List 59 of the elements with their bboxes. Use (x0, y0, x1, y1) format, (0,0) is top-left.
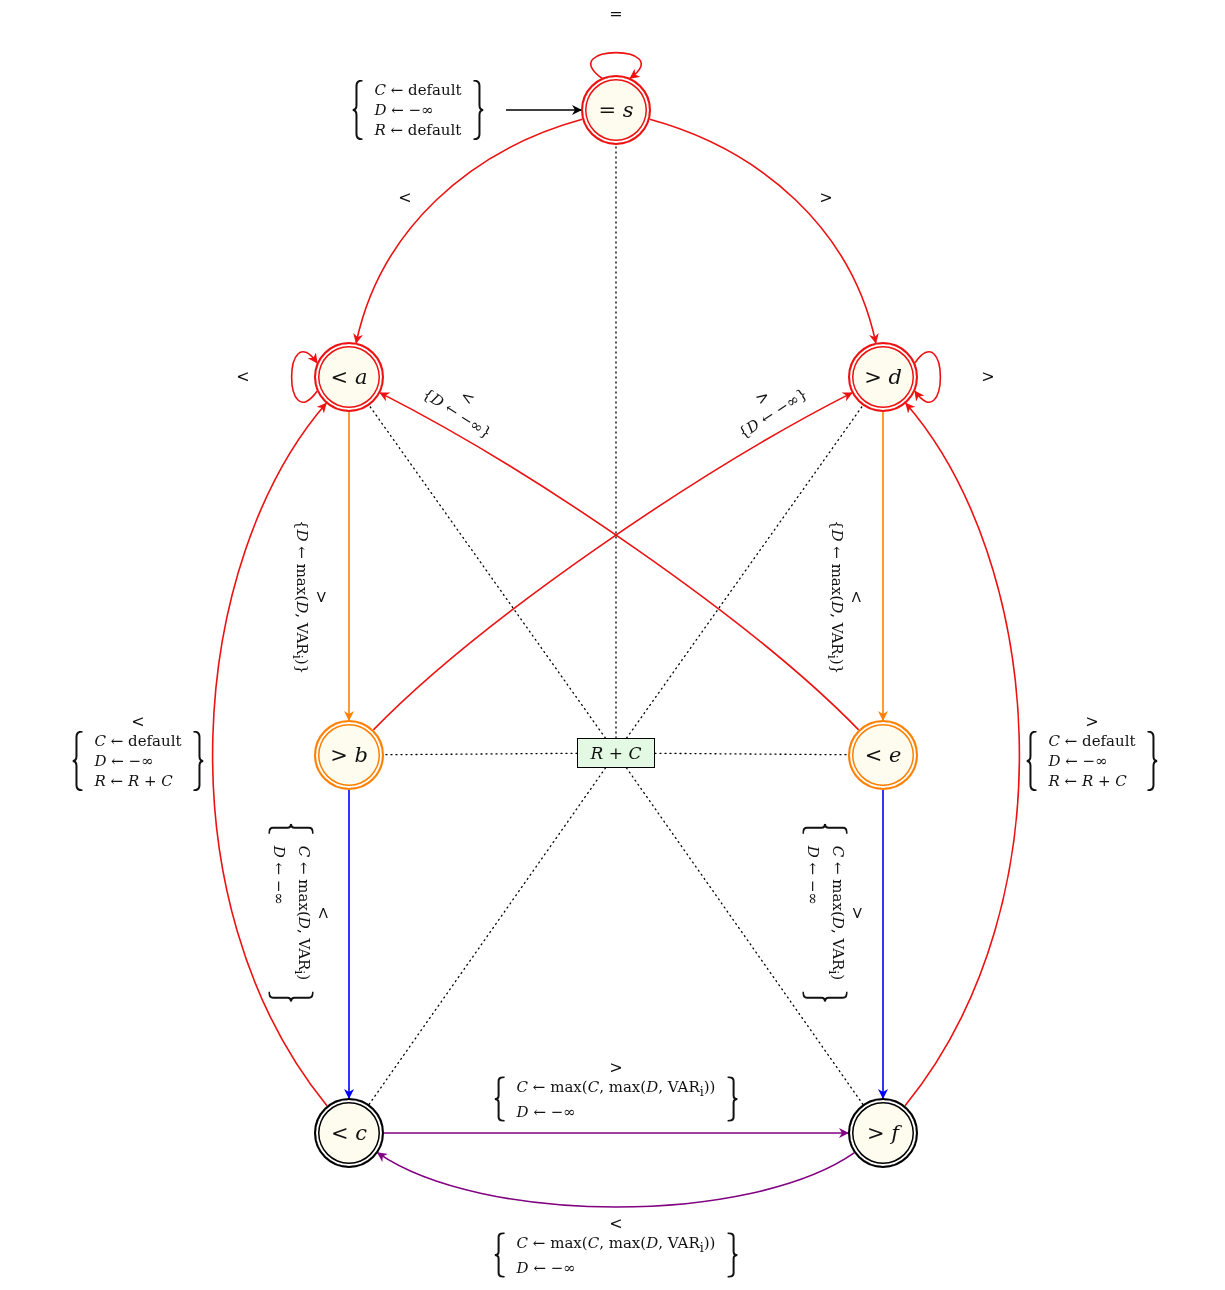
edge-label: > (847, 906, 866, 920)
assignment-text: R ← default (374, 120, 462, 140)
dotted-line (625, 767, 864, 1105)
assignment-text: C ← max(C, max(D, VAR$_{i}$)) (516, 1076, 716, 1101)
arrow (353, 118, 584, 344)
assignment-text: D ← −∞ (94, 751, 155, 771)
edge-label: > (752, 386, 774, 409)
dotted-line (383, 752, 578, 756)
arrow (648, 118, 879, 344)
edge-label: > (311, 590, 330, 604)
state-circle: > f (848, 1098, 918, 1168)
state-circle: > d (848, 342, 918, 412)
state-circle: < c (314, 1098, 384, 1168)
register-box: R + C (577, 738, 655, 768)
dotted-line (654, 752, 849, 756)
state-circle: > b (314, 720, 384, 790)
edge-label: < (846, 590, 865, 604)
assignment-text: C ← max(C, max(D, VAR$_{i}$)) (516, 1232, 716, 1257)
edge-label: > (981, 368, 995, 386)
assignment-text: C ← default (94, 731, 182, 751)
edge-label: < (236, 368, 250, 386)
edge-label: < (456, 386, 478, 409)
assignment-text: R ← R + C (94, 771, 174, 791)
arrow (914, 350, 942, 404)
dotted-line (626, 404, 864, 739)
assignment-text: D ← −∞ (374, 100, 435, 120)
arrow (376, 1152, 855, 1208)
assignment-text: C ← default (1048, 731, 1136, 751)
edge-label: < (131, 713, 145, 731)
state-circle: < a (314, 342, 384, 412)
assignment-text: D ← −∞ (516, 1257, 577, 1278)
arrow (878, 411, 888, 721)
edge-label: > (1085, 713, 1099, 731)
edge-label: = (609, 5, 623, 23)
dotted-line (368, 404, 606, 739)
arrow (344, 411, 354, 721)
assignment-text: D ← −∞ (802, 845, 823, 907)
edge-label: < (609, 1214, 623, 1233)
arrow (904, 402, 1020, 1107)
arrow (290, 350, 318, 404)
arrow (383, 1128, 849, 1138)
arrow (589, 51, 643, 79)
state-circle: = s (581, 75, 651, 145)
arrow (505, 105, 582, 115)
edge-label: < (313, 906, 332, 920)
assignment-text: D ← −∞ (268, 845, 289, 907)
state-circle: < e (848, 720, 918, 790)
dotted-line (368, 767, 607, 1105)
assignment-text: D ← −∞ (516, 1101, 577, 1122)
assignment-text: D ← −∞ (1048, 751, 1109, 771)
arrow (878, 789, 888, 1099)
dotted-line (615, 144, 617, 739)
arrow (212, 402, 328, 1107)
arrow (344, 789, 354, 1099)
assignment-text: R ← R + C (1048, 771, 1128, 791)
assignment-text: C ← default (374, 80, 462, 100)
edge-label: < (398, 189, 412, 207)
edge-label: > (819, 189, 833, 207)
edge-label: > (609, 1058, 623, 1077)
